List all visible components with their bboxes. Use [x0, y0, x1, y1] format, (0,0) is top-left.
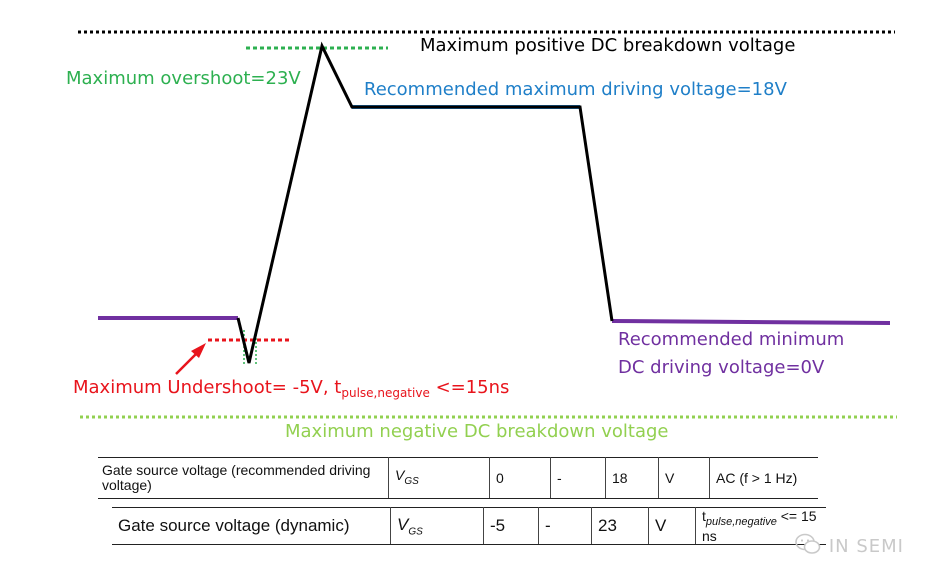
max-cell: 23: [591, 507, 649, 545]
gate-waveform: [236, 41, 614, 364]
max-positive-dc-label: Maximum positive DC breakdown voltage: [420, 35, 796, 56]
undershoot-text-main: Maximum Undershoot= -5V, t: [73, 377, 342, 398]
low-level-line-right: [611, 319, 891, 325]
spec-table-row-recommended: Gate source voltage (recommended driving…: [98, 457, 818, 499]
undershoot-text-suffix: <=15ns: [429, 377, 510, 398]
rec-min-label-line1: Recommended minimum: [618, 329, 845, 350]
max-undershoot-label: Maximum Undershoot= -5V, tpulse,negative…: [73, 377, 509, 404]
undershoot-subscript: pulse,negative: [341, 386, 430, 400]
max-cell: 18: [605, 457, 659, 499]
rec-min-label-line2: DC driving voltage=0V: [618, 357, 825, 378]
undershoot-arrowhead: [191, 343, 206, 358]
param-cell: Gate source voltage (dynamic): [112, 507, 391, 545]
min-cell: 0: [489, 457, 551, 499]
max-negative-dc-label: Maximum negative DC breakdown voltage: [285, 421, 669, 442]
watermark-text: IN SEMI: [828, 536, 904, 557]
wechat-icon: [795, 533, 821, 554]
rec-max-driving-label: Recommended maximum driving voltage=18V: [364, 79, 787, 100]
condition-cell: AC (f > 1 Hz): [709, 457, 818, 499]
symbol-cell: VGS: [390, 507, 484, 545]
unit-cell: V: [648, 507, 696, 545]
param-cell: Gate source voltage (recommended driving…: [98, 457, 389, 499]
spec-table-row-dynamic: Gate source voltage (dynamic) VGS -5 - 2…: [112, 507, 826, 545]
gate-voltage-waveform-diagram: [78, 30, 897, 419]
typ-cell: -: [538, 507, 592, 545]
max-overshoot-label: Maximum overshoot=23V: [66, 68, 301, 89]
condition-cell: tpulse,negative <= 15 ns: [695, 507, 826, 545]
unit-cell: V: [658, 457, 710, 499]
typ-cell: -: [550, 457, 606, 499]
symbol-cell: VGS: [388, 457, 490, 499]
min-cell: -5: [483, 507, 539, 545]
